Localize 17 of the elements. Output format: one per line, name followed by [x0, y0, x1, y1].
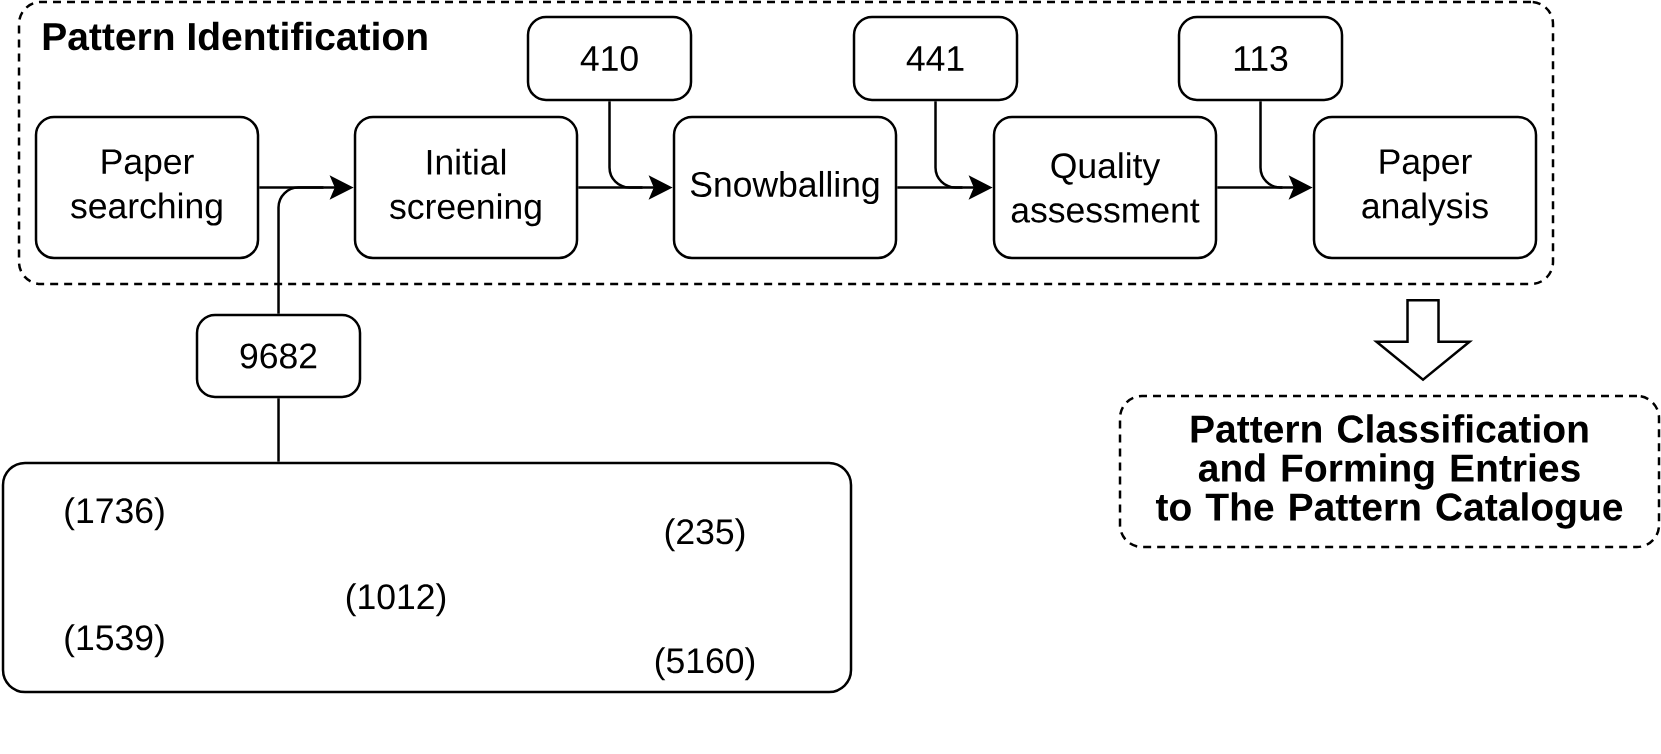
- count-box: 441: [852, 15, 1019, 102]
- connector-line: [277, 186, 324, 314]
- process-box: Paper analysis: [1312, 115, 1538, 260]
- process-box: Paper searching: [34, 115, 260, 260]
- connector-line: [608, 101, 643, 189]
- result-box: Pattern Classification and Forming Entries to The Pattern Catalogue: [1118, 394, 1661, 549]
- process-box: Initial screening: [353, 115, 579, 260]
- block-arrow: [1373, 299, 1473, 382]
- count-box: 410: [526, 15, 693, 102]
- process-box: Snowballing: [672, 115, 898, 260]
- process-box: Quality assessment: [992, 115, 1218, 260]
- count-box: 9682: [195, 313, 362, 399]
- connector-line: [934, 101, 963, 189]
- connector-line: [277, 398, 280, 462]
- connector-line: [1259, 101, 1283, 189]
- count-box: 113: [1177, 15, 1344, 102]
- source-box: (1736) (1539) (1012) (235) (5160): [1, 461, 853, 694]
